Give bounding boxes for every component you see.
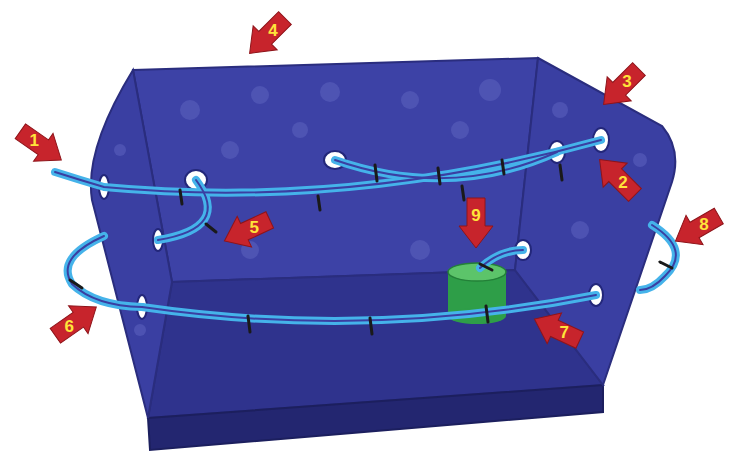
callout-number: 3 xyxy=(622,73,631,90)
callout-number: 2 xyxy=(618,174,627,191)
callout-number: 8 xyxy=(699,216,708,233)
callout-number: 1 xyxy=(30,132,39,149)
callout-number: 9 xyxy=(471,207,480,224)
callout-number: 4 xyxy=(268,22,277,39)
callout-number: 6 xyxy=(65,318,74,335)
callout-number: 5 xyxy=(250,219,259,236)
callout-number: 7 xyxy=(560,324,569,341)
